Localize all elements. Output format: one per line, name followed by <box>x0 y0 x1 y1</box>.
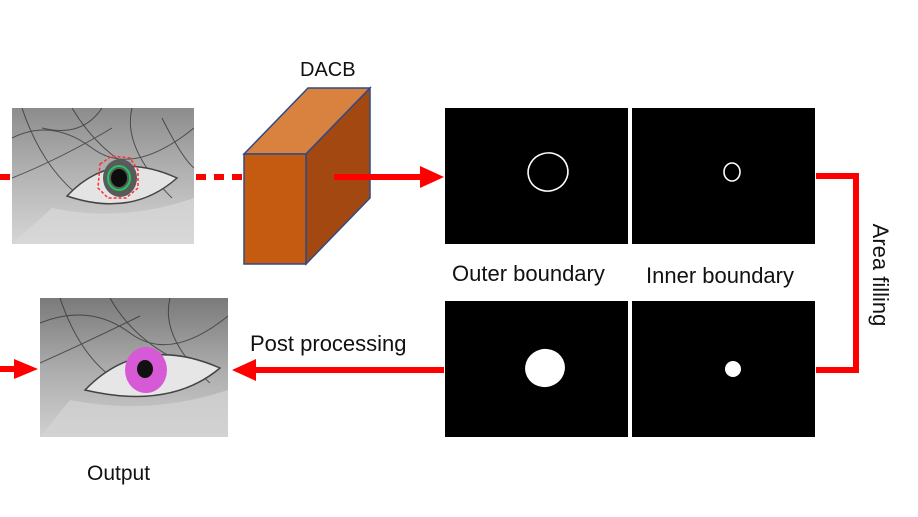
dacb-label: DACB <box>300 59 356 81</box>
post-processing-label: Post processing <box>250 331 407 356</box>
outer-boundary-panel <box>445 108 628 244</box>
input-eye-image <box>12 108 194 244</box>
area-filling-connector <box>816 173 859 373</box>
output-left-arrowhead <box>14 359 38 379</box>
output-label: Output <box>87 462 151 485</box>
outer-boundary-contour <box>527 152 569 192</box>
inner-boundary-contour <box>723 162 741 182</box>
filled-outer-region <box>525 348 565 388</box>
post-processing-arrowhead <box>232 359 256 381</box>
filled-outer-panel <box>445 301 628 437</box>
dacb-block-front <box>243 153 307 265</box>
inner-boundary-panel <box>632 108 815 244</box>
inner-boundary-label: Inner boundary <box>646 263 794 288</box>
filled-inner-panel <box>632 301 815 437</box>
area-filling-label: Area filling <box>868 223 893 327</box>
dacb-arrowhead <box>420 166 444 188</box>
output-eye-image <box>40 298 228 437</box>
outer-boundary-label: Outer boundary <box>452 261 605 286</box>
filled-inner-region <box>725 361 741 377</box>
